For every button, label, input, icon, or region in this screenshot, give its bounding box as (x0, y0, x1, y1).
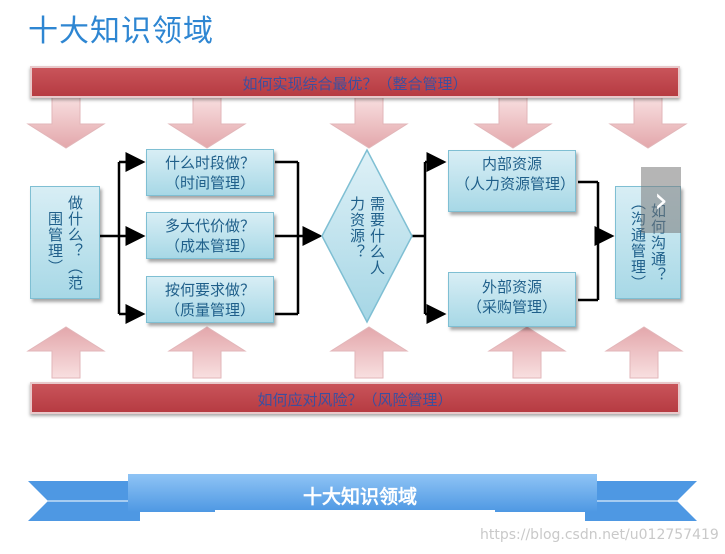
scope-box-label: 做什么？（范围管理） (46, 194, 84, 291)
time-box: 什么时段做？ （时间管理） (146, 149, 274, 196)
down-arrow-icon (26, 96, 106, 149)
internal-resource-title: 内部资源 (481, 155, 542, 173)
bottom-banner (28, 474, 697, 524)
risk-band-label: 如何应对风险？（风险管理） (257, 391, 453, 409)
quality-box-title: 按何要求做？ (164, 281, 255, 299)
internal-resource-box: 内部资源 （人力资源管理） (448, 150, 576, 212)
risk-band: 如何应对风险？（风险管理） (30, 382, 680, 414)
up-arrow-icon (26, 326, 106, 379)
external-resource-subtitle: （采购管理） (466, 298, 557, 316)
cost-box-title: 多大代价做？ (164, 217, 255, 235)
integration-band-label: 如何实现综合最优？（整合管理） (242, 75, 468, 93)
down-arrow-icon (329, 96, 409, 149)
quality-box: 按何要求做？ （质量管理） (146, 276, 274, 323)
watermark: https://blog.csdn.net/u012757419 (480, 527, 719, 543)
banner-title: 十大知识领域 (302, 486, 417, 508)
carousel-next-button[interactable]: › (641, 167, 681, 233)
down-arrow-icon (608, 96, 688, 149)
cost-box-subtitle: （成本管理） (164, 237, 255, 255)
quality-box-subtitle: （质量管理） (164, 301, 255, 319)
time-box-title: 什么时段做？ (164, 154, 255, 172)
up-arrows (26, 326, 684, 379)
diamond-label: 需要什么人力资源？ (348, 196, 386, 276)
integration-band: 如何实现综合最优？（整合管理） (30, 66, 680, 98)
time-box-subtitle: （时间管理） (164, 174, 255, 192)
resource-diamond (321, 148, 413, 324)
page-title: 十大知识领域 (28, 14, 214, 49)
down-arrow-icon (473, 96, 553, 149)
up-arrow-icon (329, 326, 409, 379)
up-arrow-icon (487, 326, 567, 379)
up-arrow-icon (604, 326, 684, 379)
external-resource-box: 外部资源 （采购管理） (448, 272, 576, 327)
chevron-right-icon: › (653, 179, 669, 221)
external-resource-title: 外部资源 (481, 278, 542, 296)
cost-box: 多大代价做？ （成本管理） (146, 212, 274, 259)
down-arrow-icon (167, 96, 247, 149)
internal-resource-subtitle: （人力资源管理） (455, 175, 576, 193)
down-arrows (26, 96, 688, 149)
scope-box: 做什么？（范围管理） (30, 186, 100, 299)
up-arrow-icon (167, 326, 247, 379)
connectors (100, 152, 615, 324)
